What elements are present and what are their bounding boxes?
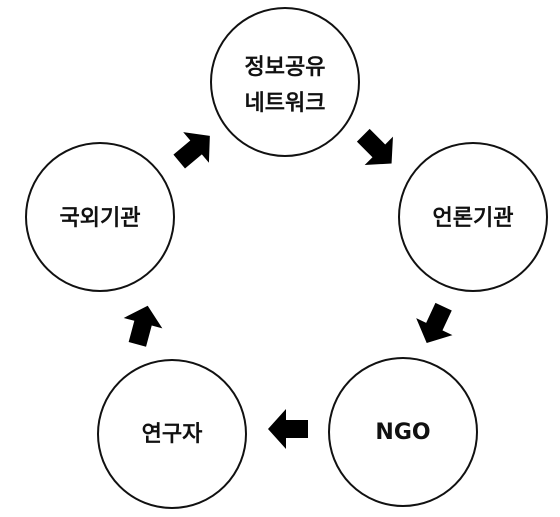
node-researcher-circle: [97, 359, 247, 509]
arrow-info-to-press-icon: [356, 128, 393, 165]
arrow-researcher-to-foreign-icon: [123, 305, 163, 347]
arrow-foreign-to-info-icon: [173, 132, 210, 169]
node-foreign-org-circle: [25, 142, 175, 292]
node-ngo-label: NGO: [375, 420, 430, 445]
node-info-network-label-line2: 네트워크: [245, 91, 326, 116]
node-ngo: NGO: [328, 357, 478, 507]
node-ngo-circle: [328, 357, 478, 507]
node-press-label: 언론기관: [433, 206, 514, 231]
node-info-network-circle: [210, 7, 360, 157]
node-researcher-label: 연구자: [142, 422, 203, 447]
node-info-network: 정보공유 네트워크: [210, 7, 360, 157]
node-info-network-label-line1: 정보공유: [245, 55, 326, 80]
node-foreign-org: 국외기관: [25, 142, 175, 292]
arrow-press-to-ngo-icon: [416, 302, 453, 343]
node-foreign-org-label: 국외기관: [60, 206, 141, 231]
arrow-ngo-to-researcher-icon: [268, 409, 308, 449]
node-researcher: 연구자: [97, 359, 247, 509]
node-press-circle: [398, 142, 548, 292]
node-press: 언론기관: [398, 142, 548, 292]
